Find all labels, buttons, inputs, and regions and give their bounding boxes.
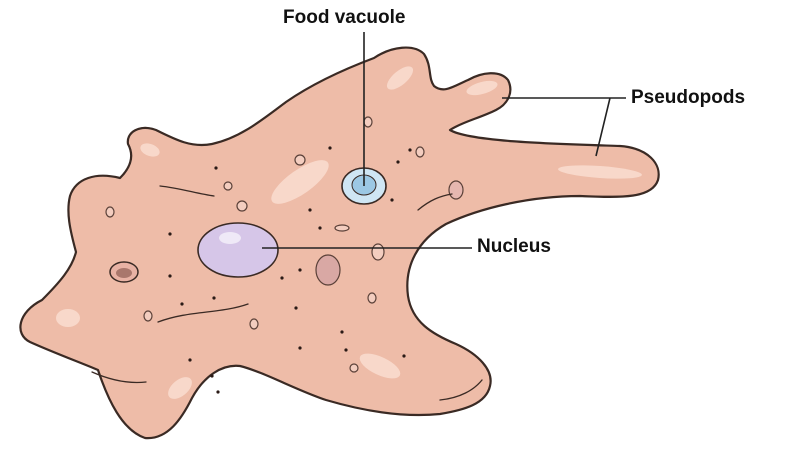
nucleus	[198, 223, 278, 277]
food-vacuole-label: Food vacuole	[283, 8, 405, 27]
contractile-vacuole	[110, 262, 138, 282]
nucleus-label: Nucleus	[477, 237, 551, 256]
pseudopods-label: Pseudopods	[631, 88, 745, 107]
